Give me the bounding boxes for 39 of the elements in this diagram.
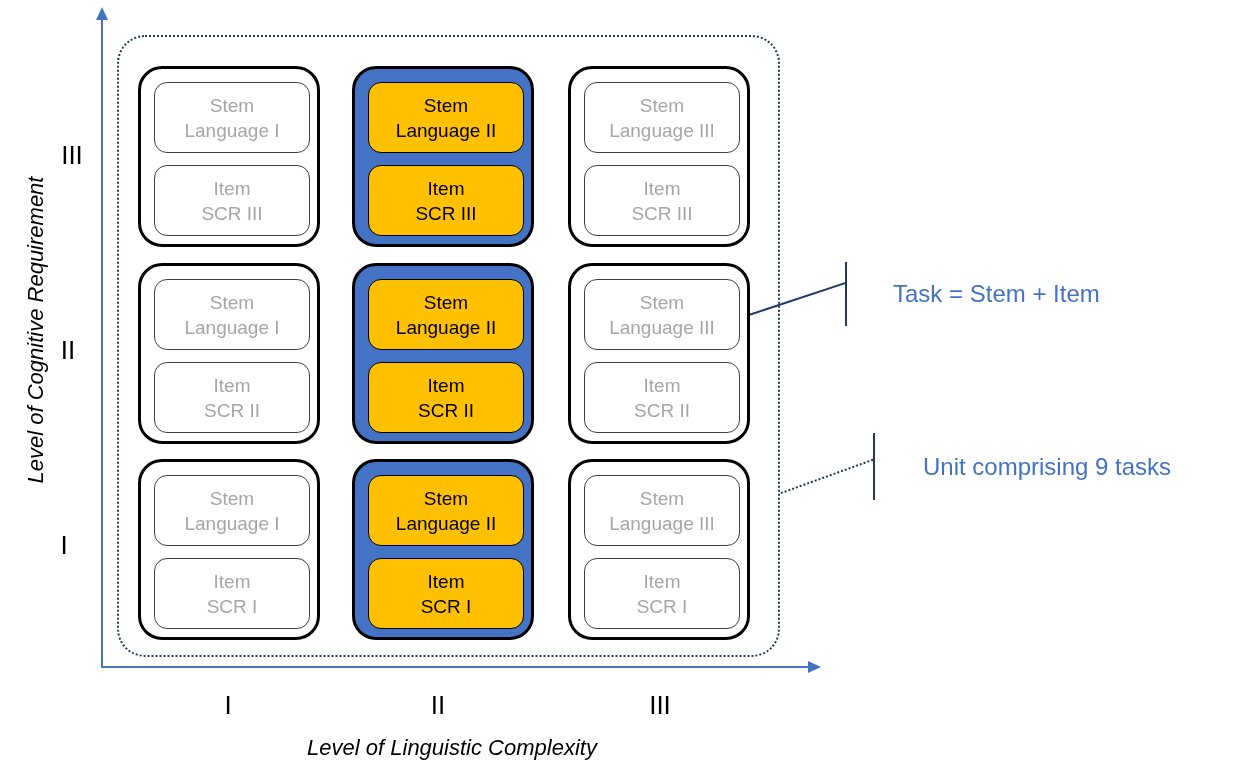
- highlighted-box: Stem Language II: [368, 82, 524, 153]
- axis-title: Level of Cognitive Requirement: [21, 176, 49, 484]
- axis-tick-label: I: [224, 688, 232, 722]
- axis-tick-label: III: [61, 138, 83, 172]
- task-box: [138, 66, 320, 247]
- callout-text: Unit comprising 9 tasks: [873, 433, 1233, 500]
- component-box: Stem Language III: [584, 475, 740, 546]
- component-box: Item SCR I: [584, 558, 740, 629]
- task-box: [568, 66, 750, 247]
- task-box: [352, 66, 534, 247]
- highlighted-box: Item SCR I: [368, 558, 524, 629]
- component-box: Stem Language III: [584, 279, 740, 350]
- component-box: Stem Language I: [154, 279, 310, 350]
- task-box: [138, 459, 320, 640]
- axis-title: Level of Linguistic Complexity: [307, 733, 597, 762]
- highlighted-box: Stem Language II: [368, 279, 524, 350]
- callout-text: Task = Stem + Item: [845, 262, 1175, 326]
- axis-tick-label: II: [60, 333, 76, 367]
- component-box: Stem Language I: [154, 475, 310, 546]
- component-box: Stem Language I: [154, 82, 310, 153]
- leader-line: [779, 458, 874, 495]
- highlighted-box: Item SCR II: [368, 362, 524, 433]
- component-box: Stem Language III: [584, 82, 740, 153]
- task-box: [138, 263, 320, 444]
- axis-tick-label: I: [60, 528, 68, 562]
- task-box: [352, 459, 534, 640]
- component-box: Item SCR II: [154, 362, 310, 433]
- highlighted-box: Stem Language II: [368, 475, 524, 546]
- task-box: [568, 459, 750, 640]
- task-box: [352, 263, 534, 444]
- component-box: Item SCR III: [154, 165, 310, 236]
- component-box: Item SCR II: [584, 362, 740, 433]
- unit-frame: [117, 35, 780, 657]
- task-box: [568, 263, 750, 444]
- component-box: Item SCR III: [584, 165, 740, 236]
- axis-tick-label: II: [430, 688, 446, 722]
- component-box: Item SCR I: [154, 558, 310, 629]
- highlighted-box: Item SCR III: [368, 165, 524, 236]
- axis-tick-label: III: [649, 688, 671, 722]
